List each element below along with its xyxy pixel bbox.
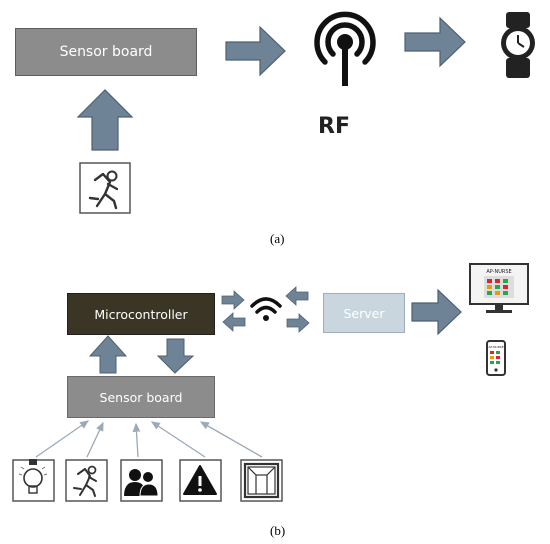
- arrow-rf-to-watch: [404, 16, 466, 68]
- monitor-screen-text: AP-NURSE: [486, 269, 511, 275]
- light-bulb-icon: [12, 459, 55, 502]
- arrow-server-to-devices: [411, 288, 462, 336]
- microcontroller-label: Microcontroller: [94, 306, 188, 322]
- microcontroller-box: Microcontroller: [67, 293, 215, 335]
- warning-icon: [179, 459, 222, 502]
- caption-b: (b): [270, 523, 286, 538]
- arrow-up-to-microcontroller: [88, 335, 128, 374]
- arrow-up-to-sensor-a: [76, 89, 134, 151]
- sensor-board-b: Sensor board: [67, 376, 215, 418]
- caption-a: (a): [270, 231, 285, 246]
- running-person-icon: [79, 162, 131, 214]
- arrow-wifi-to-server-bottom: [286, 313, 310, 333]
- arrow-down-to-sensor-board: [156, 338, 195, 374]
- server-box: Server: [323, 293, 405, 333]
- arrow-server-to-wifi-top: [285, 286, 309, 306]
- running-person-icon-b: [65, 459, 108, 502]
- server-label: Server: [343, 305, 385, 321]
- monitor-icon: AP-NURSE: [469, 263, 529, 313]
- arrow-wifi-to-micro-bottom: [222, 312, 246, 332]
- wifi-icon: [250, 297, 282, 321]
- phone-screen-text: AP-NURSE: [488, 345, 503, 349]
- sensor-input-lines: [35, 420, 263, 458]
- sensor-board-a-label: Sensor board: [59, 44, 153, 60]
- rf-label: RF: [318, 114, 350, 139]
- people-icon: [120, 459, 163, 502]
- arrow-sensor-to-rf: [225, 25, 286, 77]
- sensor-board-b-label: Sensor board: [99, 389, 183, 405]
- phone-icon: AP-NURSE: [486, 340, 506, 376]
- watch-icon: [501, 12, 535, 78]
- arrow-micro-to-wifi-top: [221, 290, 245, 310]
- antenna-icon: [314, 11, 376, 86]
- window-icon: [240, 459, 283, 502]
- sensor-board-a: Sensor board: [15, 28, 197, 76]
